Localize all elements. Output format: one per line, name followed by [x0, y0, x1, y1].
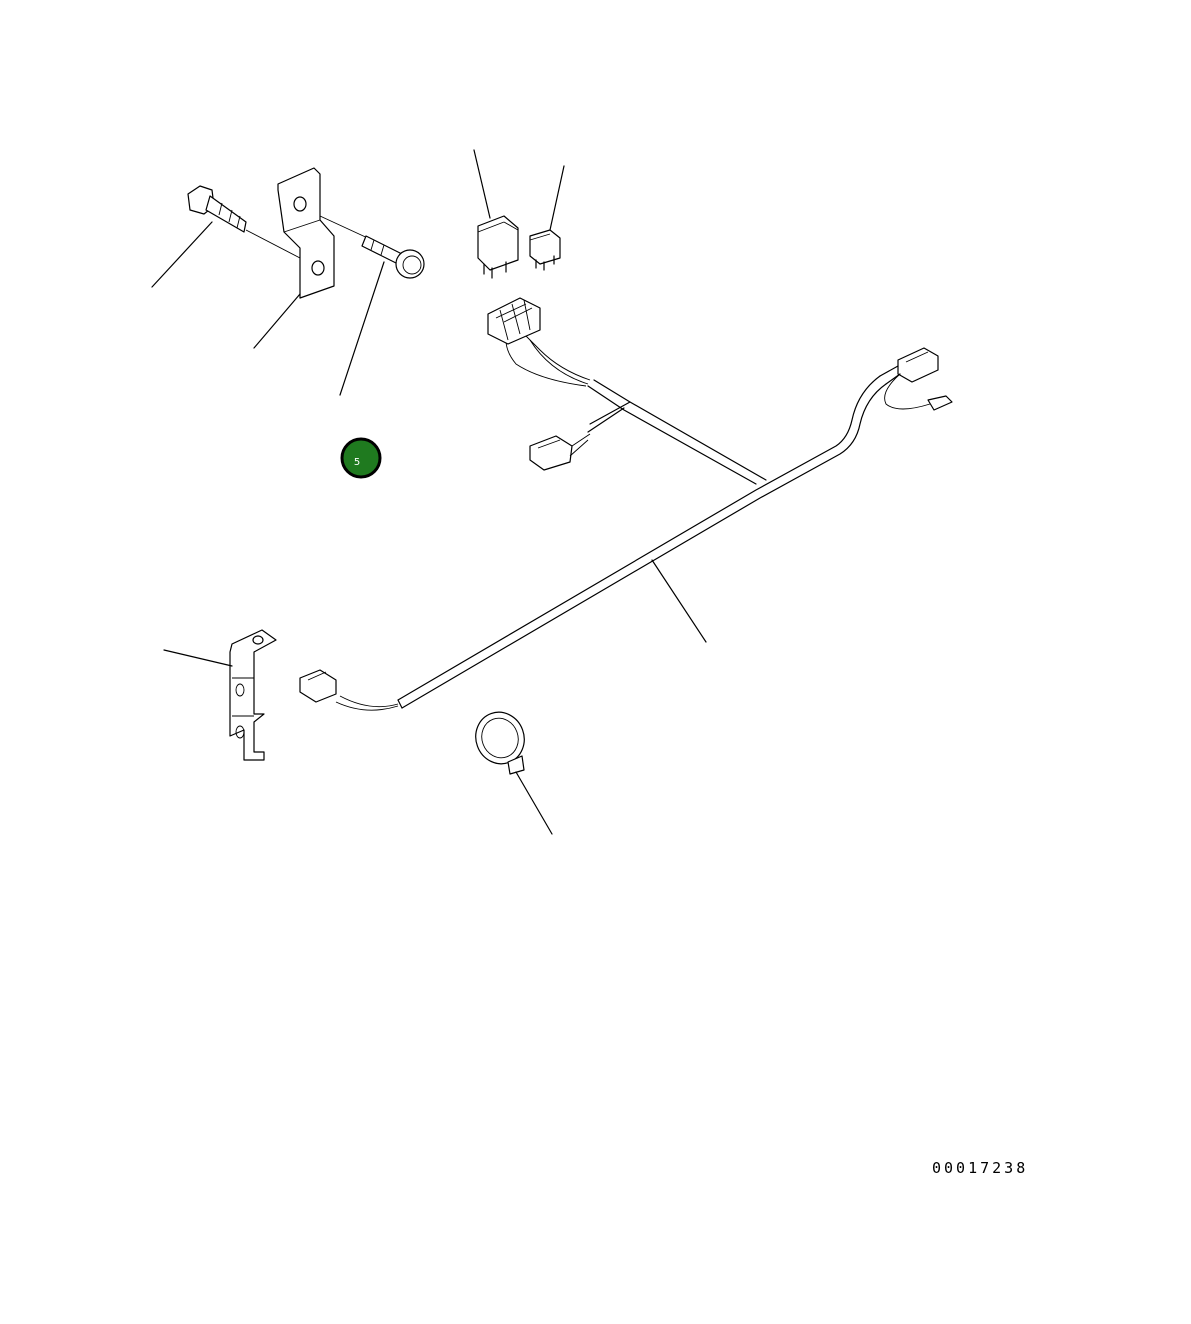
drawing-number: 00017238: [932, 1159, 1028, 1177]
leader-line-relay-small: [549, 165, 565, 231]
axis-line-bolt-left: [245, 229, 301, 259]
leader-line-bolt-right: [339, 261, 385, 396]
relay-large: [477, 215, 519, 279]
callout-5[interactable]: 5: [340, 437, 382, 479]
wiring-harness: [299, 297, 953, 711]
plate-bracket: [277, 167, 335, 299]
leader-line-band: [515, 771, 553, 835]
callout-label: 5: [354, 457, 360, 468]
relay-small: [529, 229, 561, 271]
bolt-right: [361, 235, 425, 279]
leader-line-clip: [163, 649, 233, 667]
leader-line-bolt-left: [151, 221, 213, 288]
axis-line-plate: [319, 215, 373, 241]
leader-line-relay-large: [473, 149, 491, 219]
cable-band: [475, 711, 525, 775]
bolt-left: [187, 185, 247, 233]
leader-line-harness: [651, 559, 707, 643]
leader-line-plate: [253, 293, 301, 349]
clip-bracket: [229, 629, 277, 761]
callout-circle[interactable]: [340, 437, 382, 479]
